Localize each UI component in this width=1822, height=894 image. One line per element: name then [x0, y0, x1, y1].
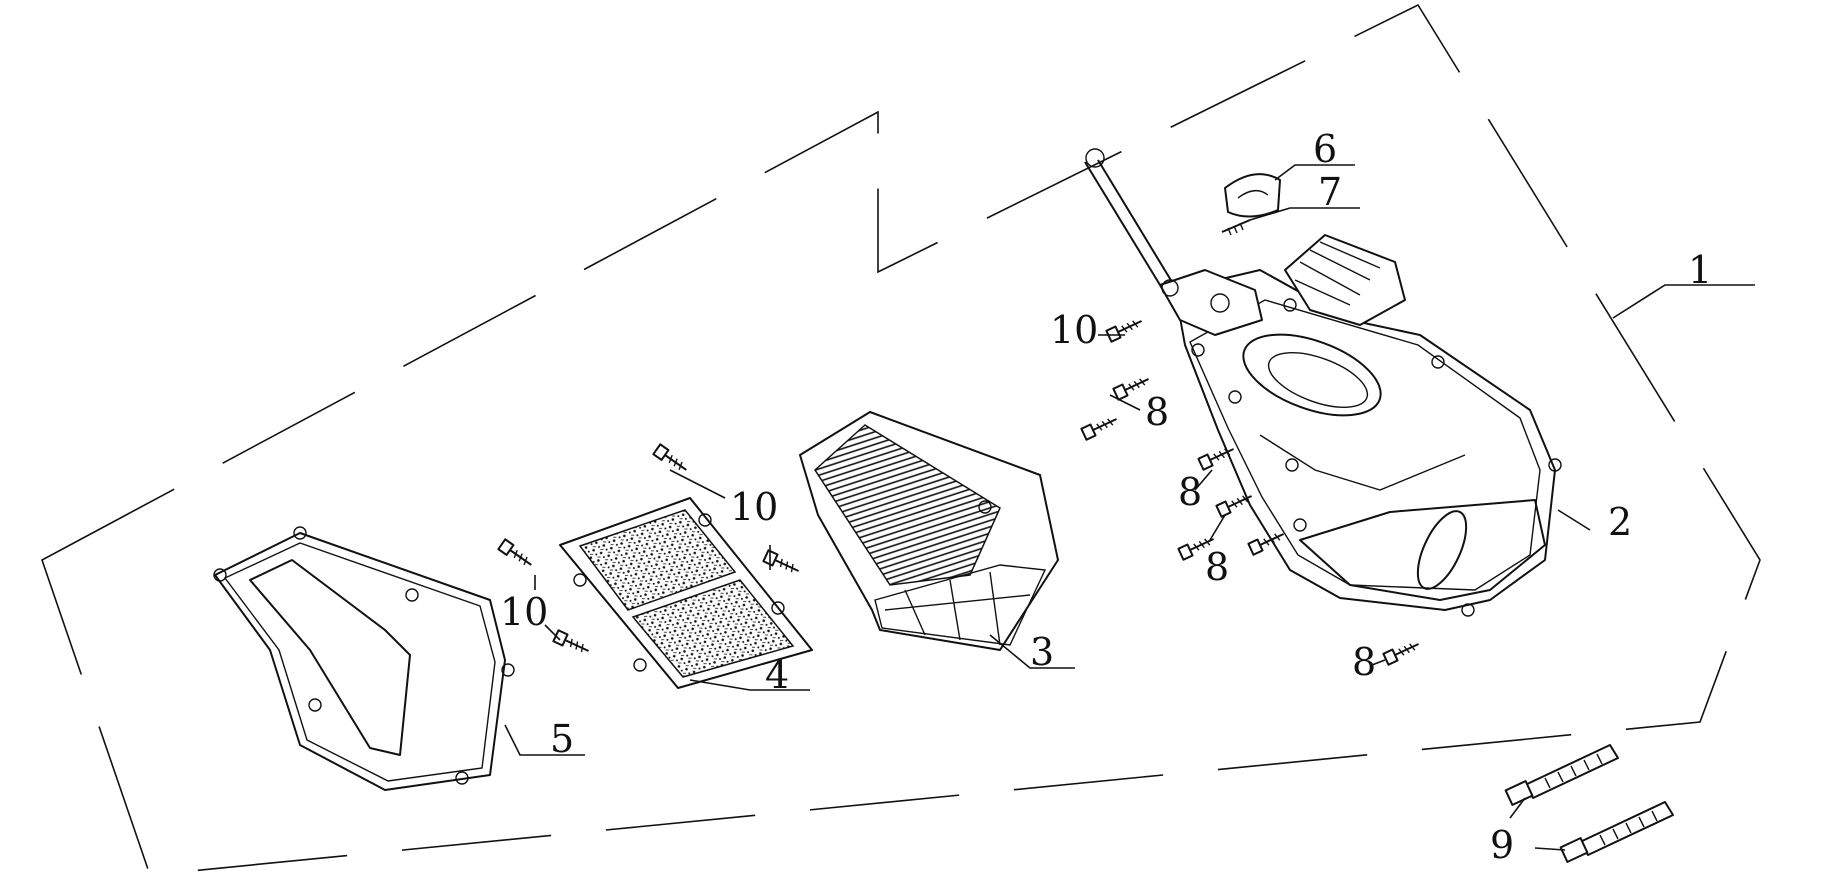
part-5-cover: [213, 526, 515, 791]
callout-7: 7: [1318, 170, 1342, 214]
part-9-bolts: [1504, 744, 1674, 863]
callout-6: 6: [1313, 127, 1337, 171]
small-screws: [497, 320, 1419, 666]
leader-lines: [504, 164, 1755, 851]
part-7-screw: [1221, 219, 1251, 236]
callout-5: 5: [550, 717, 574, 761]
callout-9: 9: [1490, 823, 1514, 867]
breather-hose: [1084, 148, 1179, 297]
callout-1: 1: [1688, 248, 1712, 292]
part-6-clamp: [1224, 173, 1281, 218]
part-3-filter-frame: [799, 411, 1059, 651]
callout-8-upper: 8: [1145, 390, 1169, 434]
part-4-filter-element: [559, 497, 813, 689]
callout-10-housing: 10: [1050, 308, 1098, 352]
assembly-boundary: [41, 3, 1761, 876]
callout-3: 3: [1030, 630, 1054, 674]
callout-10-filter: 10: [730, 485, 778, 529]
callout-8-middle: 8: [1178, 470, 1202, 514]
callout-4: 4: [765, 653, 789, 697]
callout-10-cover: 10: [500, 590, 548, 634]
part-2-housing: [1159, 234, 1562, 617]
callout-2: 2: [1608, 500, 1632, 544]
callout-8-lower: 8: [1205, 545, 1229, 589]
callout-8-bottom: 8: [1352, 640, 1376, 684]
